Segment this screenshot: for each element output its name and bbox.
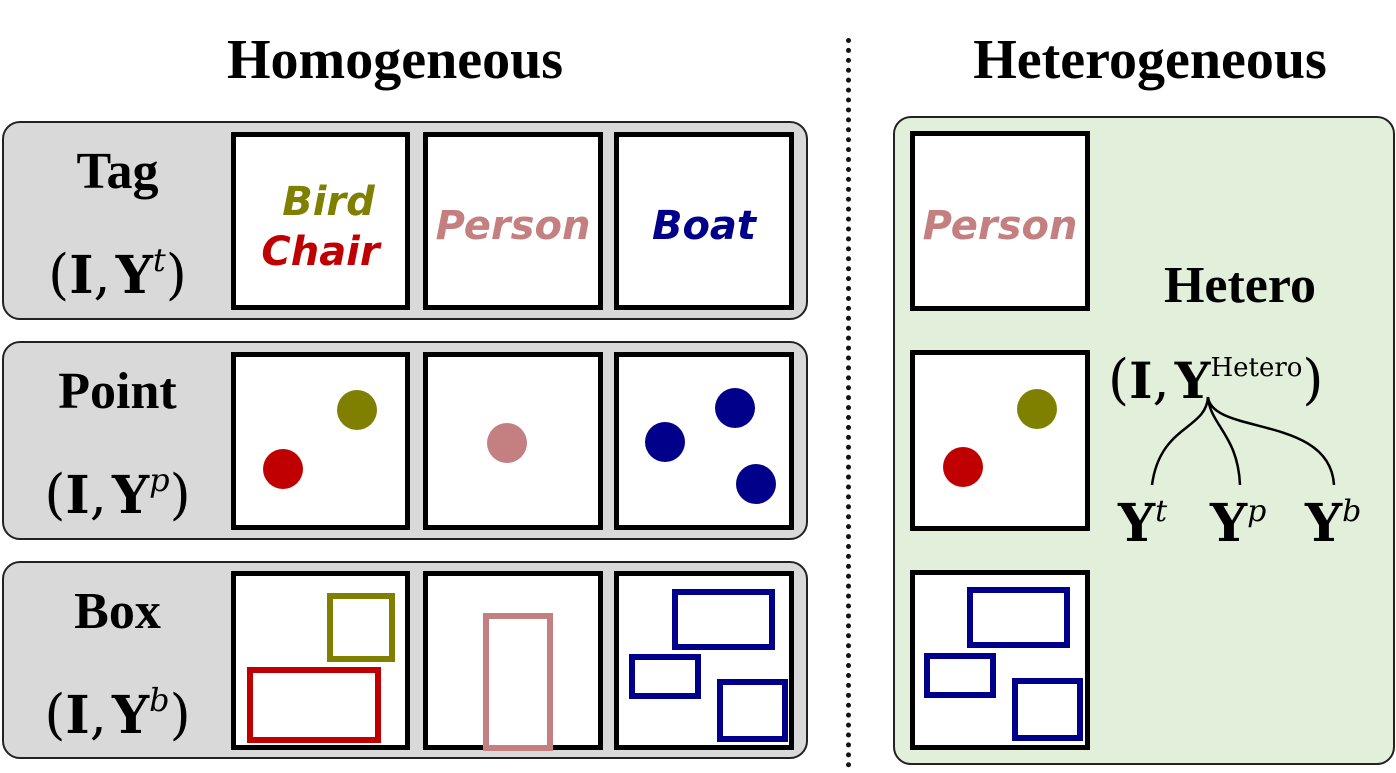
- label-symbol: Y: [1174, 351, 1211, 410]
- image-symbol: I: [69, 245, 94, 306]
- comma: ,: [1152, 348, 1170, 411]
- box-tile-2: [423, 571, 603, 751]
- image-symbol: I: [1129, 351, 1153, 410]
- comma: ,: [89, 683, 107, 746]
- tree-branch-box: [1206, 396, 1336, 486]
- tag-bird: Bird: [282, 179, 375, 225]
- label-symbol: Y: [111, 685, 150, 746]
- hetero-leaf-box: Yb: [1305, 482, 1393, 566]
- point-chair: [263, 449, 303, 489]
- tree-branch-tag: [1150, 396, 1210, 486]
- hetero-tile-box: [910, 570, 1090, 750]
- tag-row-label: Tag: [76, 143, 159, 200]
- box-boat-3: [717, 679, 788, 742]
- tag-chair: Chair: [261, 229, 380, 275]
- tag-tile-1: Bird Chair: [231, 132, 410, 310]
- box-boat-2: [629, 654, 701, 699]
- leaf-symbol: Y: [1305, 493, 1343, 554]
- tag-tile-3: Boat: [614, 132, 794, 310]
- hetero-box-boat-3: [1012, 678, 1083, 741]
- label-superscript: t: [152, 241, 166, 279]
- tag-tile-2: Person: [423, 132, 603, 310]
- box-tile-1: [231, 571, 410, 750]
- hetero-superscript: Hetero: [1210, 353, 1303, 383]
- paren-close: ): [1302, 348, 1324, 411]
- point-row-notation: (I, Yp): [10, 450, 225, 538]
- hetero-leaf-point: Yp: [1210, 482, 1300, 566]
- point-boat-1: [715, 388, 755, 428]
- tag-boat: Boat: [651, 203, 757, 249]
- paren-open: (: [1108, 348, 1130, 411]
- image-symbol: I: [65, 465, 90, 526]
- image-symbol: I: [65, 685, 90, 746]
- paren-open: (: [44, 683, 66, 746]
- tree-branch-point: [1206, 396, 1242, 486]
- point-row-label: Point: [58, 363, 177, 420]
- hetero-tile-point: [910, 350, 1090, 531]
- hetero-leaf-tag: Yt: [1118, 482, 1208, 566]
- hetero-notation: (I, YHetero): [1108, 338, 1388, 423]
- point-tile-2: [423, 352, 603, 530]
- label-symbol: Y: [115, 245, 153, 306]
- label-superscript: p: [149, 461, 170, 499]
- hetero-tree-lines: [1150, 396, 1336, 486]
- box-row-label: Box: [74, 583, 161, 640]
- point-person: [487, 423, 527, 463]
- box-person: [483, 613, 553, 751]
- comma: ,: [93, 243, 111, 306]
- tag-row-notation: (I, Yt): [10, 230, 225, 318]
- hetero-tag-person: Person: [922, 203, 1078, 249]
- hetero-tile-tag: Person: [910, 131, 1090, 311]
- leaf-symbol: Y: [1210, 493, 1248, 554]
- leaf-superscript: b: [1342, 494, 1362, 529]
- point-boat-3: [736, 464, 776, 504]
- point-bird: [337, 390, 377, 430]
- paren-close: ): [169, 463, 191, 526]
- homogeneous-title: Homogeneous: [227, 29, 563, 91]
- hetero-box-boat-1: [967, 587, 1070, 648]
- tag-person: Person: [435, 203, 591, 249]
- box-bird: [327, 593, 395, 662]
- box-boat-1: [672, 589, 775, 650]
- point-tile-3: [614, 352, 794, 530]
- point-tile-1: [231, 352, 410, 530]
- hetero-label: Hetero: [1163, 257, 1317, 314]
- box-chair: [247, 667, 381, 743]
- box-row-notation: (I, Yb): [10, 670, 225, 758]
- point-boat-2: [645, 422, 685, 462]
- paren-close: ): [165, 243, 187, 306]
- label-superscript: b: [149, 681, 170, 719]
- paren-open: (: [44, 463, 66, 526]
- paren-open: (: [48, 243, 70, 306]
- section-divider: [846, 38, 851, 768]
- paren-close: ): [169, 683, 191, 746]
- leaf-superscript: t: [1155, 494, 1168, 529]
- hetero-point-chair: [943, 447, 983, 487]
- comma: ,: [89, 463, 107, 526]
- hetero-box-boat-2: [924, 653, 996, 698]
- box-tile-3: [614, 571, 794, 750]
- leaf-symbol: Y: [1118, 493, 1156, 554]
- hetero-point-bird: [1017, 389, 1057, 429]
- leaf-superscript: p: [1247, 494, 1267, 529]
- heterogeneous-title: Heterogeneous: [973, 29, 1327, 91]
- label-symbol: Y: [111, 465, 150, 526]
